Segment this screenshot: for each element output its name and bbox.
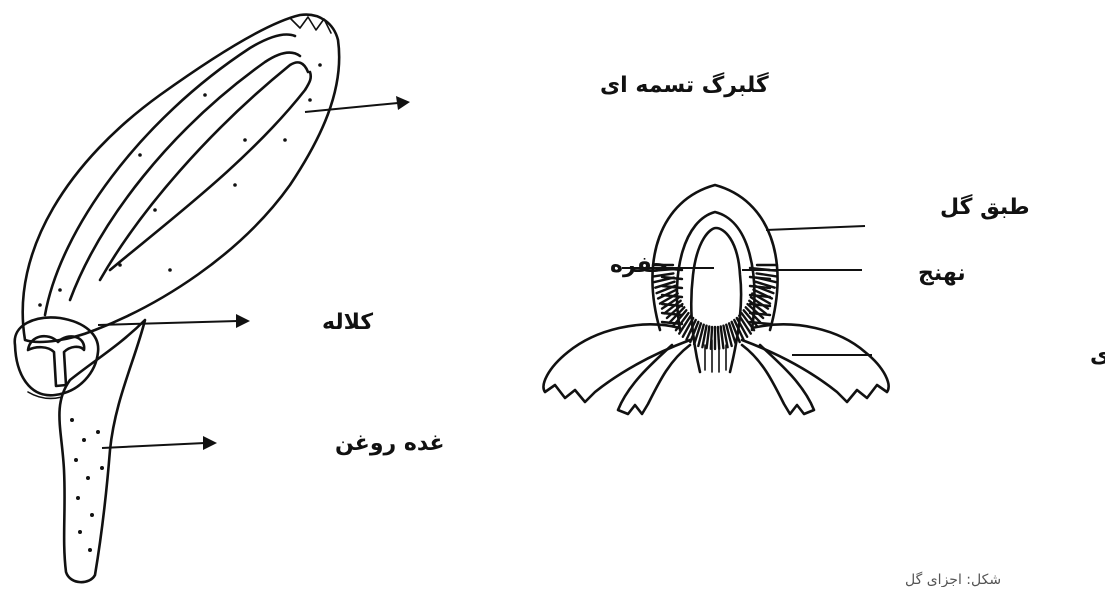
label-stigma: کلاله <box>322 310 373 335</box>
arrowhead-strap-petal <box>396 96 410 110</box>
disc-bristle <box>757 273 777 276</box>
oil-gland-tube <box>59 320 145 582</box>
label-cavity: حفره <box>610 253 668 278</box>
label-flower-disc: طبق گل <box>940 193 1030 220</box>
disc-bristle <box>662 286 682 288</box>
label-receptacle: نهنج <box>918 261 966 286</box>
arrowhead-oil-gland <box>203 436 217 450</box>
right-figure-flower-head <box>544 185 889 414</box>
label-oil-gland: غده روغن <box>335 431 445 456</box>
leader-strap-petal <box>305 103 398 112</box>
disc-florets-bristles <box>653 265 777 349</box>
leader-oil-gland <box>102 443 205 448</box>
disc-bristle <box>721 326 724 348</box>
oil-gland-dots <box>70 418 104 552</box>
left-figure-strap-floret <box>15 15 339 583</box>
arrowhead-stigma <box>236 314 250 328</box>
right-strap-petal-outer <box>742 324 889 402</box>
petal-vein-4 <box>110 72 311 270</box>
left-strap-petal-outer <box>544 324 690 402</box>
leader-flower-disc <box>766 226 865 230</box>
label-strap-petal: گلبرگ تسمه ای <box>600 71 769 98</box>
petal-tip-serration <box>290 17 331 33</box>
receptacle-bulb <box>691 228 741 372</box>
petal-speckles <box>38 63 322 307</box>
petal-vein-2 <box>70 53 300 300</box>
stigma-inner-y <box>28 336 84 386</box>
disc-bristle <box>662 295 682 297</box>
disc-bristle <box>707 326 710 348</box>
left-leaders <box>98 96 410 450</box>
leader-stigma <box>98 321 238 325</box>
figure-caption: شکل: اجزای گل <box>905 571 1001 587</box>
label-strap-petals: گلبرگهای تسمه ای <box>1090 341 1105 368</box>
